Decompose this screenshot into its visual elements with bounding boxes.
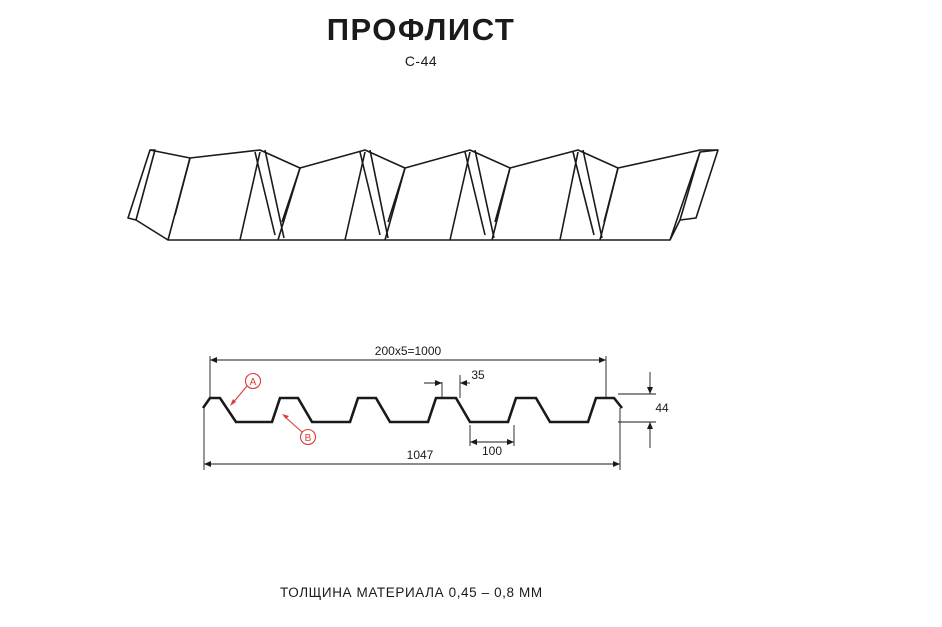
page-title: ПРОФЛИСТ: [326, 12, 516, 47]
bottom-width-dimension: 100: [482, 444, 502, 458]
marker-b-label: B: [305, 433, 312, 444]
height-dimension: 44: [655, 401, 669, 415]
marker-a-label: A: [250, 377, 257, 388]
material-thickness-note: ТОЛЩИНА МАТЕРИАЛА 0,45 – 0,8 ММ: [280, 585, 543, 600]
pitch-dimension: 200x5=1000: [375, 344, 442, 358]
marker-b: [283, 415, 317, 446]
total-width-dimension: 1047: [407, 448, 434, 462]
model-label: С-44: [404, 53, 438, 69]
top-width-dimension: 35: [471, 368, 485, 382]
cross-section-profile: [201, 396, 624, 424]
